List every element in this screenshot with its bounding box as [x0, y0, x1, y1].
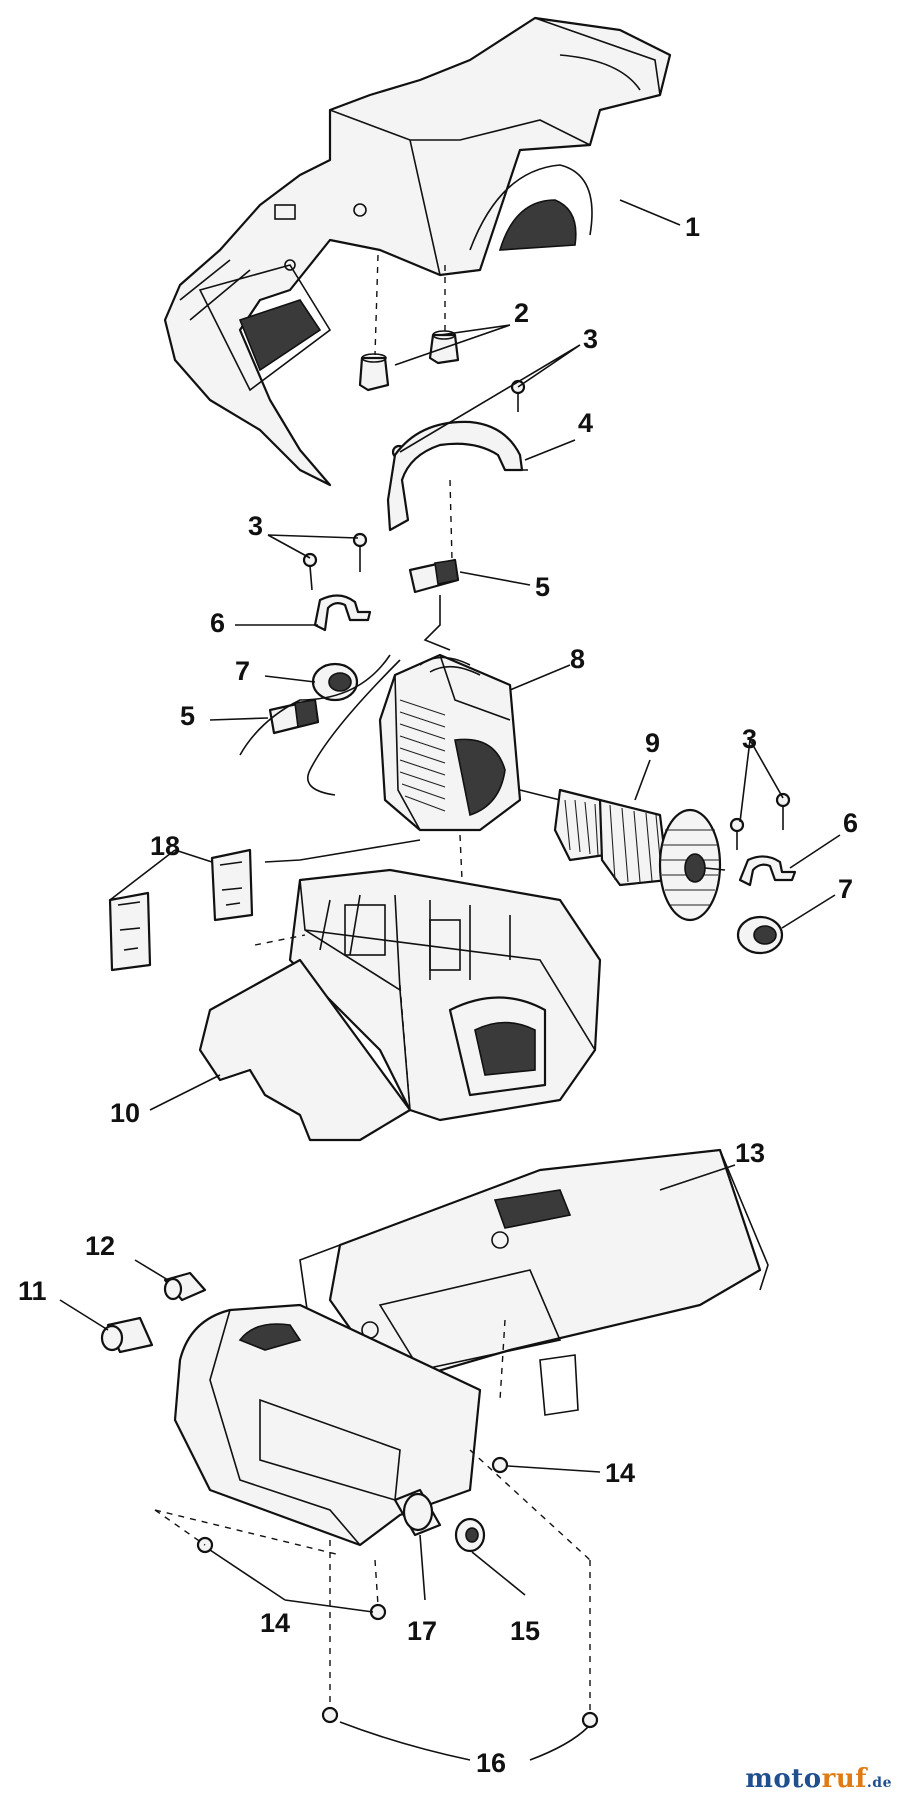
watermark-part-3: .de: [866, 1775, 892, 1791]
callout-2: 2: [514, 298, 529, 328]
watermark-part-1: moto: [745, 1764, 822, 1794]
callout-6b: 6: [843, 808, 858, 838]
part-9-armature: [519, 788, 726, 922]
callout-14a: 14: [605, 1458, 635, 1488]
callout-7a: 7: [235, 656, 250, 686]
part-8-stator: [239, 653, 522, 881]
part-5-brushes: [268, 558, 460, 735]
callout-6a: 6: [210, 608, 225, 638]
callout-11: 11: [18, 1276, 47, 1306]
parts-14-17-fasteners: [154, 1449, 599, 1729]
base-housing: [173, 1303, 506, 1547]
callout-13: 13: [735, 1138, 765, 1168]
callout-3a: 3: [583, 324, 598, 354]
callout-12: 12: [85, 1231, 115, 1261]
part-7-bearings: [311, 662, 784, 955]
watermark-logo: motoruf.de: [745, 1764, 892, 1794]
callout-4: 4: [578, 408, 593, 438]
callout-15: 15: [510, 1616, 540, 1646]
callout-14b: 14: [260, 1608, 290, 1638]
part-18-clips: [108, 848, 254, 972]
callout-3b: 3: [248, 511, 263, 541]
callout-9: 9: [645, 728, 660, 758]
callout-5a: 5: [535, 572, 550, 602]
callout-7b: 7: [838, 874, 853, 904]
callout-16: 16: [476, 1748, 506, 1778]
part-6-clamps: [313, 594, 797, 887]
callout-17: 17: [407, 1616, 437, 1646]
part-4-bracket: [386, 420, 528, 561]
part-1-upper-housing: [163, 16, 672, 487]
part-10-motor-housing: [198, 868, 602, 1142]
callout-labels: 1 2 3 4 3 5 6 7 5 8 9 3 6 7 18 10 13 12 …: [18, 212, 858, 1778]
callout-leaders: [59, 199, 841, 1761]
part-2-grommets: [358, 254, 460, 392]
callout-5b: 5: [180, 701, 195, 731]
callout-3c: 3: [742, 724, 757, 754]
watermark-part-2: ruf: [821, 1764, 867, 1794]
callout-8: 8: [570, 644, 585, 674]
callout-18: 18: [150, 831, 180, 861]
part-13-base-plate: [299, 1148, 769, 1416]
callout-10: 10: [110, 1098, 140, 1128]
callout-1: 1: [685, 212, 700, 242]
parts-11-12-bushings: [100, 1271, 207, 1354]
